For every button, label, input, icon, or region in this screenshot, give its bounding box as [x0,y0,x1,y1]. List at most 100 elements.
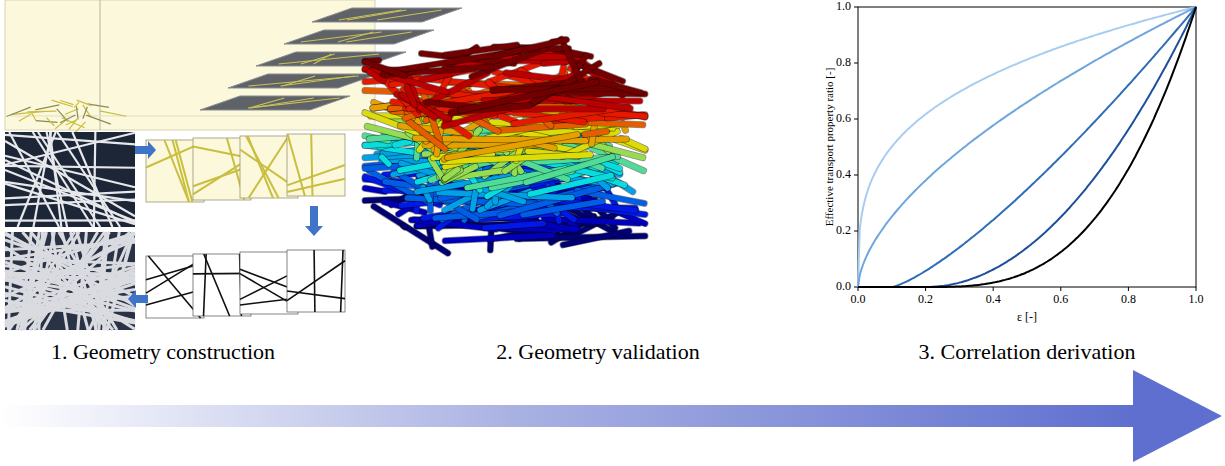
fibre [402,95,435,118]
fibre-line [287,165,345,185]
fibre [429,227,432,247]
fibre-line [57,132,120,227]
tick-mark [1060,287,1061,291]
tick-label: 0.4 [986,293,1001,306]
fibre-line [248,98,340,108]
fibre-line [204,254,207,316]
fibre-shadow [461,82,596,110]
fibre-shadow [561,39,582,85]
fibre-shadow [585,132,607,135]
fibre-line [35,105,59,110]
fibre-shadow [409,121,445,149]
tick-mark [854,231,858,232]
fibre-line [52,232,67,330]
fibre-shadow [445,170,460,179]
fibre [407,87,415,105]
fibre-line [176,140,193,202]
tick-label: 0.2 [836,224,851,237]
fibre-line [19,114,31,121]
tick-label: 0.6 [1053,293,1068,306]
fibre-line [5,233,135,306]
chart-plot [854,7,1196,291]
fibre-line [287,261,345,301]
tick-mark [1128,287,1129,291]
tick-mark [993,287,994,291]
tick-label: 0.8 [836,56,851,69]
slice-plane [200,96,350,110]
slice-plane [228,74,378,88]
curve [858,7,1196,287]
fibre-line [76,106,78,119]
fibre-line [204,254,230,316]
fibre-shadow [485,224,544,228]
fibre-line [100,111,127,116]
fibre-line [280,76,354,86]
fibre-shadow [402,95,435,118]
fibre-line [377,10,442,20]
fibre-shadow [395,142,409,145]
fibre-shadow [496,40,566,56]
slice-plane [284,30,434,44]
tick-label: 0.8 [1121,293,1136,306]
fibre [536,95,630,108]
fibre-line [5,269,135,326]
fibre [403,226,404,227]
fibre [395,142,409,145]
fibre [409,121,445,149]
process-arrow [0,370,1222,462]
fibre-line [301,32,382,42]
fibre-line [6,107,30,116]
fibre [445,169,458,178]
fibre-shadow [365,62,405,76]
mask-fibres [287,250,345,312]
fibre [365,62,405,76]
fibre-line [52,100,74,107]
fibre-shadow [445,169,458,178]
fibre-line [287,291,345,299]
fibre-line [46,118,54,126]
tick-label: 1.0 [836,0,851,13]
fibre-line [5,166,135,168]
fibre-stack [365,39,645,253]
slice-fibres [287,134,345,196]
fibre-line [347,10,406,20]
fibre-shadow [514,107,628,124]
fibre-shadow [403,226,404,227]
tick-mark [1196,287,1197,291]
curve [858,7,1196,287]
slice-tile [287,134,345,196]
fibre [365,144,396,146]
fibre-line [86,115,110,124]
fibre-shadow [365,144,396,146]
fibre-line [339,10,402,20]
fibre-shadow [429,227,432,247]
tick-label: 0.6 [836,112,851,125]
fibre-line [18,132,56,227]
fibre-line [83,107,88,119]
construction-scene [5,0,462,134]
curve [858,7,1196,287]
tick-label: 0.2 [918,293,933,306]
tick-mark [854,119,858,120]
axis-title: Effective transport property ratio [-] [823,68,835,227]
slice-plane [256,52,406,66]
fibre [561,39,582,85]
tick-mark [854,63,858,64]
step-caption: 1. Geometry construction [51,340,275,364]
fibre-line [31,112,36,121]
fibre-shadow [407,87,415,105]
fibre [585,132,607,135]
tick-label: 0.0 [836,280,851,293]
mask-tile [287,250,345,312]
fibre-line [248,136,273,198]
tick-label: 0.4 [836,168,851,181]
fibre-line [66,120,76,125]
curve [858,7,1196,287]
fibre-line [74,122,86,134]
fibre-line [5,271,135,303]
fibre-line [287,179,345,192]
fibre-line [5,135,135,144]
fibre-line [5,239,135,259]
axis-title: ε [-] [1017,311,1037,324]
